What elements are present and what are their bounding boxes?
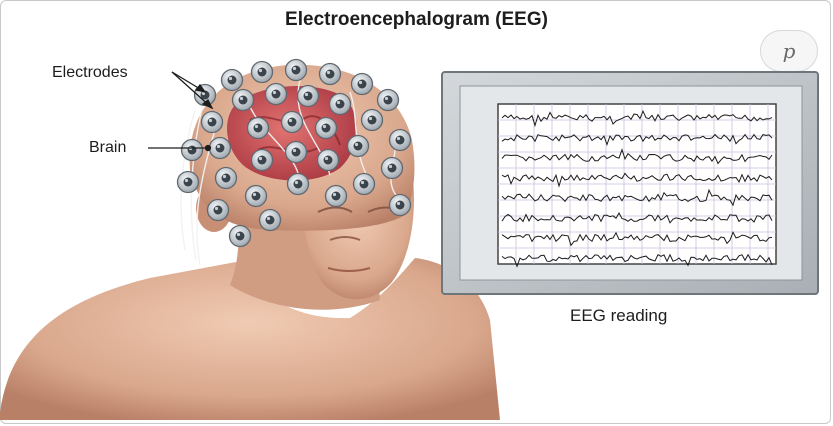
electrode <box>354 174 375 195</box>
electrodes-label: Electrodes <box>52 64 128 82</box>
electrode <box>210 138 231 159</box>
electrode <box>260 210 281 231</box>
electrode <box>248 118 269 139</box>
electrode <box>182 140 203 161</box>
electrode <box>318 150 339 171</box>
electrode <box>382 158 403 179</box>
electrode <box>178 172 199 193</box>
electrode <box>266 84 287 105</box>
electrode <box>378 90 399 111</box>
electrode <box>352 74 373 95</box>
electrode <box>233 90 254 111</box>
electrode <box>330 94 351 115</box>
electrode <box>390 195 411 216</box>
eeg-monitor <box>442 72 818 294</box>
electrode <box>390 130 411 151</box>
electrode <box>202 112 223 133</box>
electrode <box>320 64 341 85</box>
electrode <box>216 168 237 189</box>
electrode <box>208 200 229 221</box>
electrode <box>326 186 347 207</box>
electrode <box>230 226 251 247</box>
electrode <box>282 112 303 133</box>
electrode <box>286 60 307 81</box>
electrode <box>252 62 273 83</box>
electrode <box>222 70 243 91</box>
electrode <box>286 142 307 163</box>
electrode <box>362 110 383 131</box>
electrode <box>316 118 337 139</box>
electrode <box>288 174 309 195</box>
eeg-reading-label: EEG reading <box>570 306 667 326</box>
electrode <box>348 136 369 157</box>
electrode <box>252 150 273 171</box>
electrode <box>246 186 267 207</box>
electrode <box>298 86 319 107</box>
brain-label: Brain <box>89 139 126 157</box>
